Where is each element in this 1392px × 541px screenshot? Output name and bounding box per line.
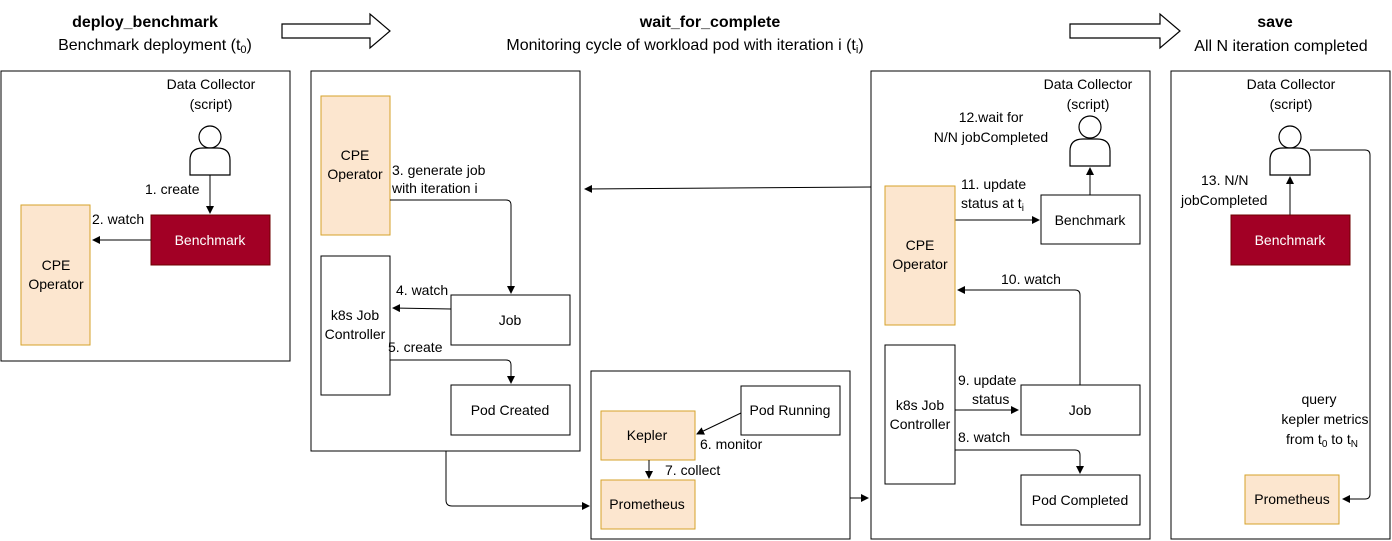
kepler-label: Kepler xyxy=(627,427,668,443)
pod-completed-box xyxy=(1020,474,1141,526)
wait-label-line1: 12.wait for xyxy=(959,109,1024,125)
edge-generate-job xyxy=(390,199,515,294)
user-icon xyxy=(1069,115,1111,167)
data-collector-label-4: Data Collector xyxy=(1247,76,1336,92)
nn-label-line2: jobCompleted xyxy=(1180,192,1267,208)
create-label-5: 5. create xyxy=(388,339,443,355)
prometheus-box-1 xyxy=(600,479,696,530)
pod-created-box xyxy=(450,384,571,436)
user-icon xyxy=(189,125,231,176)
nn-label-line1: 13. N/N xyxy=(1201,172,1248,188)
k8s-job-label-3: k8s Job xyxy=(896,397,944,413)
monitor-label-6: 6. monitor xyxy=(700,436,763,452)
cpe-operator-box-1 xyxy=(20,204,91,346)
update-label-11-line2: status at ti xyxy=(961,195,1024,214)
collect-label-7: 7. collect xyxy=(665,462,720,478)
data-collector-label-1: Data Collector xyxy=(167,76,256,92)
edge-create-pod xyxy=(390,359,515,384)
kepler-box xyxy=(600,410,696,461)
k8s-job-controller-box-1 xyxy=(320,255,391,396)
cpe-label-3: CPE xyxy=(906,237,935,253)
edge-query-prometheus xyxy=(1310,149,1371,503)
k8s-job-label-1: k8s Job xyxy=(331,307,379,323)
cpe-operator-box-3 xyxy=(884,185,956,326)
query-label-line1: query xyxy=(1301,391,1336,407)
benchmark-box-3 xyxy=(1040,194,1141,245)
watch-label-4: 4. watch xyxy=(396,282,448,298)
query-label-line2: kepler metrics xyxy=(1281,411,1368,427)
save-title: save xyxy=(1257,14,1293,31)
cpe-operator-box-2 xyxy=(320,95,391,236)
cpe-label-2: CPE xyxy=(341,147,370,163)
user-icon xyxy=(1269,125,1311,176)
watch-label-8: 8. watch xyxy=(958,429,1010,445)
k8s-job-controller-box-3 xyxy=(884,344,956,485)
wait-label-line2: N/N jobCompleted xyxy=(934,129,1048,145)
job-label-1: Job xyxy=(499,312,522,328)
cpe-label-1: CPE xyxy=(42,257,71,273)
create-label-1: 1. create xyxy=(145,181,200,197)
edge-watch-8 xyxy=(955,449,1084,474)
prometheus-label-1: Prometheus xyxy=(609,496,684,512)
data-collector-script-label-3: (script) xyxy=(1067,96,1110,112)
benchmark-label-1: Benchmark xyxy=(175,232,247,248)
wait-for-complete-title: wait_for_complete xyxy=(639,14,781,31)
job-box-1 xyxy=(450,294,571,346)
data-collector-script-label-1: (script) xyxy=(190,96,233,112)
prometheus-label-4: Prometheus xyxy=(1254,491,1329,507)
operator-label-3: Operator xyxy=(892,256,948,272)
update-label-9-line2: status xyxy=(972,391,1009,407)
data-collector-label-3: Data Collector xyxy=(1044,76,1133,92)
deploy-benchmark-subtitle: Benchmark deployment (t0) xyxy=(58,37,252,56)
edge-loop-back xyxy=(584,184,872,193)
operator-label-1: Operator xyxy=(28,276,84,292)
data-collector-script-label-4: (script) xyxy=(1270,96,1313,112)
pod-running-label: Pod Running xyxy=(750,402,831,418)
benchmark-box-1 xyxy=(150,214,271,266)
wait-for-complete-subtitle: Monitoring cycle of workload pod with it… xyxy=(506,37,863,56)
prometheus-box-4 xyxy=(1244,474,1340,525)
controller-label-1: Controller xyxy=(325,326,386,342)
stage-arrow-1 xyxy=(281,12,391,50)
update-label-11-line1: 11. update xyxy=(961,176,1026,192)
save-subtitle: All N iteration completed xyxy=(1194,38,1367,55)
pod-created-label: Pod Created xyxy=(471,402,550,418)
edge-monitor xyxy=(696,412,742,435)
job-label-3: Job xyxy=(1069,402,1092,418)
job-box-3 xyxy=(1020,384,1141,436)
pod-completed-label: Pod Completed xyxy=(1032,492,1129,508)
edge-watch-10 xyxy=(957,286,1081,385)
edge-watch-job xyxy=(392,304,452,313)
stage-arrow-2 xyxy=(1069,12,1181,50)
controller-label-3: Controller xyxy=(890,416,951,432)
benchmark-box-4 xyxy=(1230,214,1351,266)
benchmark-label-3: Benchmark xyxy=(1055,212,1127,228)
generate-label-line1: 3. generate job xyxy=(392,162,486,178)
query-label-line3: from t0 to tN xyxy=(1286,431,1358,450)
pod-running-box xyxy=(740,385,841,436)
watch-label-2: 2. watch xyxy=(92,211,144,227)
benchmark-label-4: Benchmark xyxy=(1255,232,1327,248)
update-label-9-line1: 9. update xyxy=(958,372,1017,388)
deploy-benchmark-title: deploy_benchmark xyxy=(72,14,218,31)
operator-label-2: Operator xyxy=(327,166,383,182)
watch-label-10: 10. watch xyxy=(1001,271,1061,287)
generate-label-line2: with iteration i xyxy=(391,180,478,196)
edge-panel2-to-monitor xyxy=(445,451,590,510)
